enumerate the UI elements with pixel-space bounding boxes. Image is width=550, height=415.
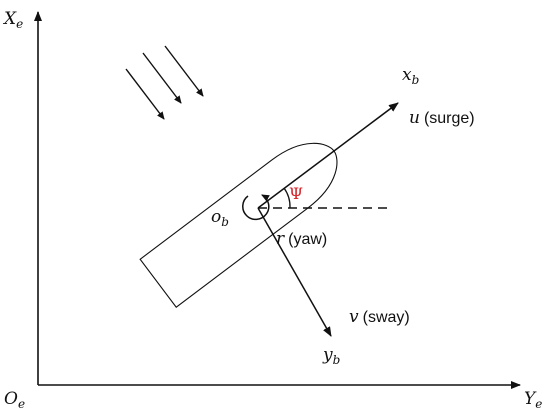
yaw-label: r(yaw) <box>276 229 327 249</box>
sway-axis <box>257 207 332 337</box>
ship-hull <box>139 142 338 308</box>
heading-angle-label: Ψ <box>289 184 303 203</box>
body-origin-label: ob <box>211 207 229 229</box>
surge-label: u(surge) <box>409 108 475 128</box>
surge-axis <box>257 102 399 209</box>
sway-label: v(sway) <box>349 307 410 327</box>
current-arrow <box>164 45 204 97</box>
earth-y-label: Ye <box>524 389 542 411</box>
yaw-rotation-arc <box>242 194 270 221</box>
earth-x-label: Xe <box>2 9 23 31</box>
heading-angle-arc <box>283 187 291 209</box>
current-arrow <box>142 52 182 104</box>
body-y-label: yb <box>322 345 340 367</box>
body-x-label: xb <box>402 65 419 87</box>
current-arrows <box>125 45 204 120</box>
earth-origin-label: Oe <box>4 389 25 411</box>
current-arrow <box>125 68 165 120</box>
